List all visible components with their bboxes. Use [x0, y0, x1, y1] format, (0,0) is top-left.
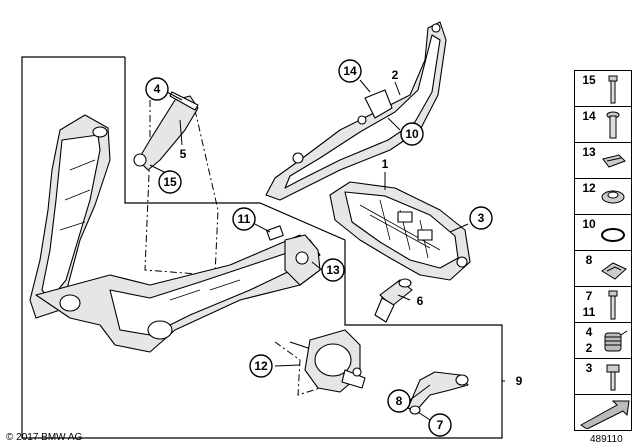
callout-14: 14 — [338, 59, 362, 83]
hex-bolt-icon — [606, 364, 620, 391]
legend-number: 12 — [582, 181, 596, 195]
callout-7: 7 — [428, 413, 452, 437]
svg-text:13: 13 — [326, 263, 340, 277]
rivet-icon — [606, 111, 620, 139]
svg-text:15: 15 — [163, 175, 177, 189]
diagram-number: 489110 — [590, 434, 623, 445]
leader-lines — [149, 79, 469, 421]
crank-link — [407, 371, 469, 415]
legend-number: 4 — [585, 325, 593, 339]
svg-text:10: 10 — [405, 127, 419, 141]
callout-10: 10 — [400, 122, 424, 146]
legend-item-14: 14 — [574, 106, 632, 143]
legend-item-10: 10 — [574, 214, 632, 251]
callout-8: 8 — [387, 389, 411, 413]
legend-number: 10 — [582, 217, 596, 231]
spring-clip-icon — [601, 262, 627, 280]
legend-item-3: 3 — [574, 358, 632, 395]
legend-number-secondary: 11 — [582, 305, 596, 319]
svg-text:8: 8 — [396, 394, 403, 408]
svg-text:4: 4 — [154, 82, 161, 96]
svg-text:12: 12 — [254, 359, 268, 373]
assembly-frame — [21, 56, 503, 439]
callout-4: 4 — [145, 77, 169, 101]
coil-spring-icon — [604, 330, 628, 352]
legend-number: 3 — [585, 361, 593, 375]
callout-2: 2 — [392, 68, 399, 82]
callout-11: 11 — [232, 207, 256, 231]
callout-6: 6 — [417, 294, 424, 308]
gear-motor — [289, 329, 366, 393]
legend-item-12: 12 — [574, 178, 632, 215]
torx-screw-icon — [601, 190, 625, 204]
motor-gear-unit — [329, 181, 471, 281]
callout-1: 1 — [382, 157, 389, 171]
legend-item-4-2: 4 2 — [574, 322, 632, 359]
svg-text:7: 7 — [437, 418, 444, 432]
lever-arm — [265, 21, 447, 201]
svg-text:3: 3 — [478, 211, 485, 225]
parts-legend: 15 14 13 12 10 8 — [574, 70, 632, 432]
callout-15: 15 — [158, 170, 182, 194]
callout-12: 12 — [249, 354, 273, 378]
legend-number: 15 — [582, 73, 596, 87]
legend-number: 14 — [582, 109, 596, 123]
bolt-icon — [608, 290, 618, 320]
svg-text:14: 14 — [343, 64, 357, 78]
callout-5: 5 — [180, 147, 187, 161]
legend-number: 8 — [585, 253, 593, 267]
link-bracket — [133, 91, 199, 171]
legend-number: 7 — [585, 289, 593, 303]
legend-item-7-11: 7 11 — [574, 286, 632, 323]
legend-number: 13 — [582, 145, 596, 159]
hinge-bracket — [284, 234, 321, 286]
spring-strut — [374, 278, 413, 323]
callout-13: 13 — [321, 258, 345, 282]
callout-9: 9 — [516, 374, 523, 388]
legend-number-secondary: 2 — [585, 341, 593, 355]
alignment-line-left — [144, 100, 211, 276]
svg-text:11: 11 — [238, 212, 251, 226]
callout-3: 3 — [469, 206, 493, 230]
copyright-text: © 2017 BMW AG — [6, 432, 83, 443]
alignment-line-middle — [194, 109, 219, 276]
seat-base-frame — [29, 114, 321, 353]
snap-ring-icon — [601, 228, 625, 242]
legend-item-15: 15 — [574, 70, 632, 107]
legend-item-8: 8 — [574, 250, 632, 287]
clip-icon — [602, 154, 626, 168]
arrow-icon — [580, 400, 630, 429]
legend-item-arrow — [574, 394, 632, 431]
pin-icon — [608, 75, 618, 104]
legend-item-13: 13 — [574, 142, 632, 179]
